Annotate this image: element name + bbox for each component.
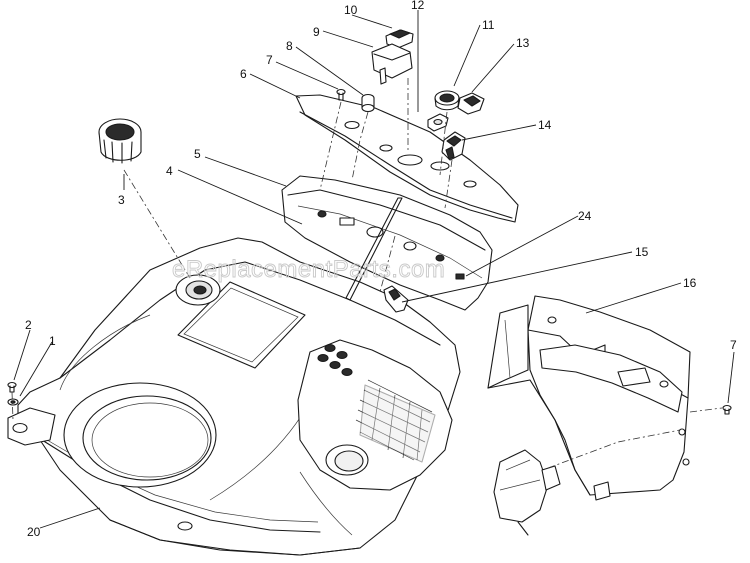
callout-3: 3	[118, 193, 125, 207]
callout-14: 14	[538, 118, 552, 132]
callout-20: 20	[27, 525, 41, 539]
callout-10: 10	[344, 3, 358, 17]
callout-8: 8	[286, 39, 293, 53]
callout-leaders	[13, 10, 735, 529]
cooling-fins	[355, 379, 436, 463]
part-7-screw-upper	[336, 88, 346, 101]
callout-7-upper: 7	[266, 53, 273, 67]
dash-panel	[281, 175, 493, 311]
callout-13: 13	[516, 36, 530, 50]
vent-slots-upper	[317, 343, 353, 377]
parts-2-1-washer-screw	[7, 381, 19, 406]
callout-16: 16	[683, 276, 697, 290]
side-cover	[487, 295, 691, 501]
callout-1: 1	[49, 334, 56, 348]
callout-11: 11	[482, 18, 495, 32]
part-13-primer-bulb	[457, 92, 485, 115]
callout-15: 15	[635, 245, 649, 259]
part-3-fuel-cap	[98, 118, 142, 164]
part-8-spacer	[361, 93, 375, 113]
part-7-screw-lower	[722, 404, 732, 415]
assembly-centerlines	[11, 78, 723, 469]
control-panel-cover	[295, 94, 519, 223]
callout-24: 24	[578, 209, 592, 223]
callout-2: 2	[25, 318, 32, 332]
part-11-primer-cap	[434, 90, 460, 111]
part-12-key-switch	[427, 113, 449, 132]
callout-6: 6	[240, 67, 247, 81]
shroud-housing	[7, 237, 461, 556]
part-14-switch	[441, 131, 466, 161]
callout-labels: 10 12 9 11 13 8 7 6 14 5 4 3 24 15 16 2 …	[25, 0, 737, 539]
callout-7-lower: 7	[730, 338, 737, 352]
callout-4: 4	[166, 164, 173, 178]
callout-12: 12	[411, 0, 425, 12]
watermark: eReplacementParts.com	[172, 256, 445, 283]
callout-9: 9	[313, 25, 320, 39]
part-15-clip	[383, 285, 409, 313]
part-10-knob-cap	[385, 29, 414, 49]
callout-5: 5	[194, 147, 201, 161]
lower-bracket	[493, 449, 561, 536]
part-9-throttle-knob	[371, 43, 413, 85]
